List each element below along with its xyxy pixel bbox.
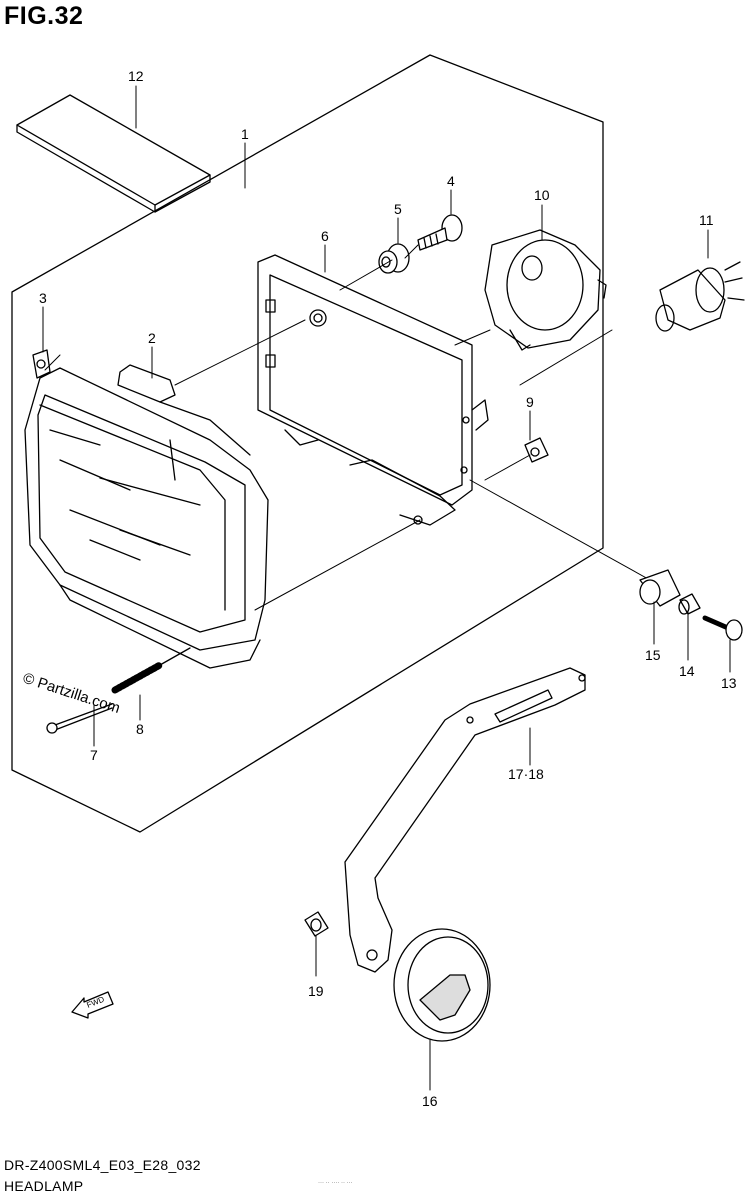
callout-12: 12 — [128, 68, 144, 84]
part-16-reflector — [393, 928, 491, 1042]
part-11-bulb — [655, 261, 745, 332]
part-19-nut — [304, 911, 329, 937]
fine-print: ··· ·· ···· ·· ··· — [318, 1180, 353, 1186]
callout-3: 3 — [39, 290, 47, 306]
callout-17-18: 17·18 — [508, 766, 544, 782]
leader-lines — [44, 244, 651, 611]
part-4-screw — [417, 214, 463, 251]
callout-16: 16 — [422, 1093, 438, 1109]
part-9-nut — [524, 437, 549, 463]
model-code: DR-Z400SML4_E03_E28_032 — [4, 1157, 201, 1173]
callout-8: 8 — [136, 721, 144, 737]
callout-10: 10 — [534, 187, 550, 203]
callout-7: 7 — [90, 747, 98, 763]
part-3-nut — [32, 349, 51, 379]
part-10-socket-cover — [484, 229, 607, 351]
watermark: © Partzilla.com — [21, 670, 122, 717]
callout-1: 1 — [241, 126, 249, 142]
section-name: HEADLAMP — [4, 1178, 84, 1194]
part-12-pad — [16, 94, 211, 213]
callout-15: 15 — [645, 647, 661, 663]
assembly-outline — [11, 54, 604, 833]
part-13-bolt — [702, 615, 743, 641]
figure-title: FIG.32 — [4, 2, 84, 30]
callout-leaders — [42, 85, 731, 1091]
part-7-adjust-screw — [46, 703, 113, 734]
part-5-grommet — [378, 243, 410, 274]
callout-14: 14 — [679, 663, 695, 679]
callout-13: 13 — [721, 675, 737, 691]
fwd-arrow-icon — [71, 991, 114, 1019]
part-17-18-bracket — [344, 667, 586, 973]
part-8-spring — [111, 647, 191, 694]
part-15-grommet — [639, 569, 681, 607]
part-2-headlamp-unit — [24, 364, 269, 669]
callout-19: 19 — [308, 983, 324, 999]
callout-2: 2 — [148, 330, 156, 346]
callout-11: 11 — [699, 212, 714, 228]
callout-6: 6 — [321, 228, 329, 244]
callout-9: 9 — [526, 394, 534, 410]
part-14-collar — [678, 593, 701, 615]
callout-4: 4 — [447, 173, 455, 189]
callout-5: 5 — [394, 201, 402, 217]
part-6-headlamp-frame — [257, 254, 489, 526]
